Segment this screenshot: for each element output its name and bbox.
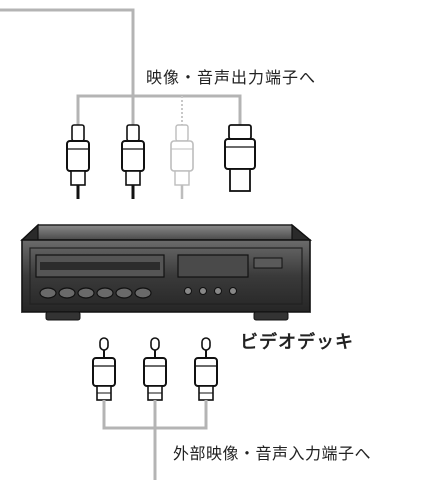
output-terminal-label: 映像・音声出力端子へ xyxy=(146,68,317,87)
right-cable-bottom xyxy=(155,400,208,430)
deck-button-row xyxy=(39,287,152,299)
rca-plug-bottom-middle-icon xyxy=(143,337,167,401)
rca-plug-middle-icon xyxy=(121,124,145,199)
rca-plug-faded-icon xyxy=(170,124,194,199)
deck-top-surface xyxy=(20,224,313,241)
deck-knob-row xyxy=(184,287,237,295)
video-plug-right-icon xyxy=(224,124,256,192)
rca-plug-bottom-left-icon xyxy=(92,337,116,401)
video-deck-icon xyxy=(20,223,313,321)
left-cable-top xyxy=(76,94,133,125)
deck-foot-left xyxy=(45,311,81,321)
display-window xyxy=(177,254,249,278)
rca-plug-bottom-right-icon xyxy=(194,337,218,401)
deck-panel-frame xyxy=(29,247,303,305)
device-name-label: ビデオデッキ xyxy=(240,332,354,353)
input-terminal-label: 外部映像・音声入力端子へ xyxy=(173,444,372,463)
bottom-cable-bundle xyxy=(102,400,208,480)
top-cable-bundle xyxy=(0,8,242,125)
left-cable-bottom xyxy=(102,400,155,430)
deck-power-indicator xyxy=(253,257,283,269)
right-cable-top xyxy=(133,94,242,125)
deck-foot-right xyxy=(253,311,289,321)
rca-plug-left-icon xyxy=(66,124,90,199)
main-cable-top xyxy=(0,8,135,96)
